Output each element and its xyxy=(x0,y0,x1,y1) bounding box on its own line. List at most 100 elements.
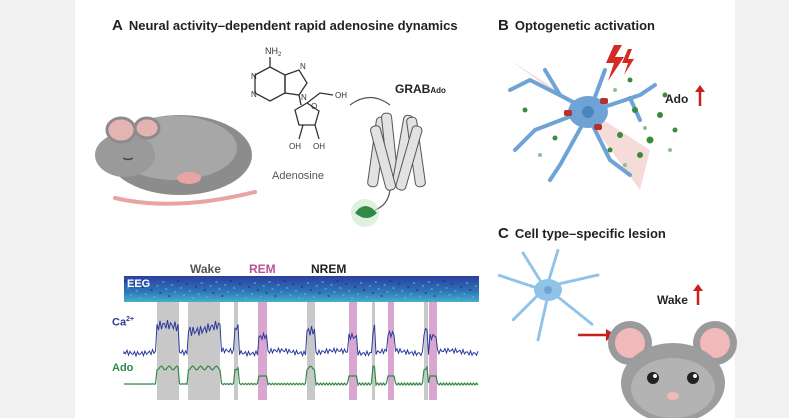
wake-band xyxy=(157,302,179,400)
eeg-noise-pixel xyxy=(427,281,430,283)
eeg-noise-pixel xyxy=(436,284,439,286)
eeg-noise-pixel xyxy=(191,297,194,299)
eeg-noise-pixel xyxy=(439,291,442,293)
eeg-noise-pixel xyxy=(339,287,342,289)
rem-band xyxy=(349,302,357,400)
eeg-noise-pixel xyxy=(141,286,144,288)
eeg-noise-pixel xyxy=(171,284,174,286)
mouse-awake-icon xyxy=(608,321,737,418)
eeg-noise-pixel xyxy=(445,287,448,289)
gpcr-sensor-icon xyxy=(349,96,426,227)
eeg-noise-pixel xyxy=(197,293,200,295)
svg-text:OH: OH xyxy=(335,91,347,100)
eeg-noise-pixel xyxy=(315,285,318,287)
eeg-noise-pixel xyxy=(336,280,339,282)
eeg-noise-pixel xyxy=(283,280,286,282)
eeg-noise-pixel xyxy=(416,289,419,291)
eeg-noise-pixel xyxy=(292,283,295,285)
state-label-nrem: NREM xyxy=(311,262,347,276)
eeg-noise-pixel xyxy=(212,292,215,294)
eeg-noise-pixel xyxy=(362,289,365,291)
eeg-noise-pixel xyxy=(165,288,168,290)
eeg-noise-pixel xyxy=(150,289,153,291)
eeg-noise-pixel xyxy=(244,297,247,299)
eeg-noise-pixel xyxy=(392,287,395,289)
eeg-noise-pixel xyxy=(206,296,209,298)
eeg-noise-pixel xyxy=(383,284,386,286)
adenosine-label: Adenosine xyxy=(272,170,324,182)
lightning-icon xyxy=(606,45,634,81)
eeg-noise-pixel xyxy=(419,296,421,298)
right-bg-strip xyxy=(735,0,789,418)
eeg-noise-pixel xyxy=(357,293,360,295)
eeg-noise-pixel xyxy=(126,287,129,289)
ca-label: Ca2+ xyxy=(112,316,135,329)
eeg-noise-pixel xyxy=(469,289,472,291)
eeg-noise-pixel xyxy=(144,293,147,295)
eeg-noise-pixel xyxy=(188,290,191,292)
eeg-noise-pixel xyxy=(333,291,336,293)
grab-sensor-label: GRABAdo xyxy=(395,82,446,96)
eeg-noise-pixel xyxy=(247,286,250,288)
eeg-noise-pixel xyxy=(395,294,398,296)
ado-label: Ado xyxy=(112,362,134,374)
eeg-noise-pixel xyxy=(194,286,197,288)
eeg-noise-pixel xyxy=(371,292,374,294)
eeg-noise-pixel xyxy=(129,294,132,296)
panel-c-title-text: Cell type–specific lesion xyxy=(514,226,666,241)
eeg-noise-pixel xyxy=(330,284,333,286)
eeg-noise-pixel xyxy=(321,281,324,283)
svg-text:NH2: NH2 xyxy=(265,46,282,58)
eeg-noise-pixel xyxy=(147,282,150,284)
eeg-noise-pixel xyxy=(345,283,348,285)
eeg-noise-pixel xyxy=(398,283,401,285)
wake-up-arrow xyxy=(693,284,703,305)
eeg-noise-pixel xyxy=(466,282,469,284)
eeg-noise-pixel xyxy=(368,285,371,287)
eeg-noise-pixel xyxy=(327,295,330,297)
eeg-noise-pixel xyxy=(407,286,410,288)
eeg-noise-pixel xyxy=(454,290,457,292)
eeg-noise-pixel xyxy=(365,296,368,298)
eeg-noise-pixel xyxy=(380,295,383,297)
svg-text:OH: OH xyxy=(313,142,325,151)
eeg-noise-pixel xyxy=(227,291,230,293)
eeg-noise-pixel xyxy=(354,286,357,288)
eeg-noise-pixel xyxy=(221,295,224,297)
eeg-noise-pixel xyxy=(424,292,427,294)
eeg-noise-pixel xyxy=(259,296,262,298)
eeg-noise-pixel xyxy=(233,287,236,289)
eeg-noise-pixel xyxy=(298,297,301,299)
svg-text:N: N xyxy=(301,93,307,102)
eeg-noise-pixel xyxy=(236,294,239,296)
eeg-noise-pixel xyxy=(253,282,256,284)
ado-trace xyxy=(124,365,479,387)
eeg-noise-pixel xyxy=(268,281,271,283)
ado-increase-label: Ado xyxy=(665,92,689,106)
eeg-noise-pixel xyxy=(303,293,306,295)
eeg-noise-pixel xyxy=(410,293,413,295)
eeg-noise-pixel xyxy=(301,286,303,288)
eeg-noise xyxy=(124,280,478,299)
eeg-noise-pixel xyxy=(401,290,404,292)
sleep-recording-traces xyxy=(123,276,479,400)
eeg-noise-pixel xyxy=(159,292,162,294)
eeg-noise-pixel xyxy=(180,287,183,289)
eeg-noise-pixel xyxy=(239,283,242,285)
svg-text:N: N xyxy=(300,62,306,71)
eeg-noise-pixel xyxy=(274,295,277,297)
eeg-noise-pixel xyxy=(135,290,138,292)
eeg-noise-pixel xyxy=(377,288,380,290)
eeg-noise-pixel xyxy=(374,281,377,283)
eeg-noise-pixel xyxy=(448,294,451,296)
eeg-noise-pixel xyxy=(389,280,392,282)
eeg-noise-pixel xyxy=(286,287,289,289)
eeg-noise-pixel xyxy=(472,296,475,298)
svg-text:N: N xyxy=(251,90,257,99)
eeg-noise-pixel xyxy=(433,295,436,297)
eeg-noise-pixel xyxy=(386,291,389,293)
state-label-wake: Wake xyxy=(190,262,221,276)
eeg-noise-pixel xyxy=(156,285,159,287)
eeg-noise-pixel xyxy=(242,290,244,292)
